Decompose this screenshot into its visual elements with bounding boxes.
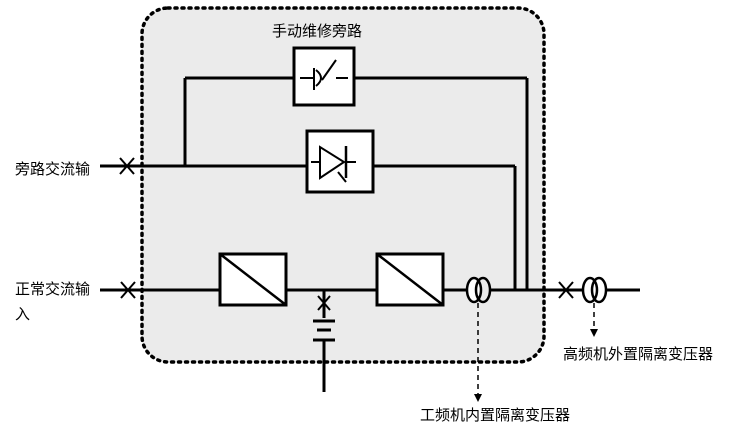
- manual-bypass-label: 手动维修旁路: [272, 22, 363, 40]
- bypass-input-label: 旁路交流输: [15, 160, 91, 178]
- bypass-input-breaker-icon: [119, 157, 135, 175]
- static-switch-icon: [305, 129, 375, 194]
- internal-isolation-transformer-icon: [465, 276, 492, 402]
- normal-input-breaker-icon: [120, 281, 136, 299]
- inverter-icon: [375, 252, 445, 307]
- normal-input-label-line1: 正常交流输: [15, 280, 91, 298]
- battery-branch-icon: [313, 290, 335, 392]
- rectifier-icon: [218, 252, 288, 307]
- external-transformer-label: 高频机外置隔离变压器: [563, 345, 714, 363]
- output-breaker-icon: [558, 281, 574, 299]
- external-isolation-transformer-icon: [581, 276, 608, 337]
- internal-transformer-label: 工频机内置隔离变压器: [420, 406, 571, 424]
- normal-input-label-line2: 入: [15, 305, 31, 323]
- manual-bypass-switch-icon: [292, 46, 356, 107]
